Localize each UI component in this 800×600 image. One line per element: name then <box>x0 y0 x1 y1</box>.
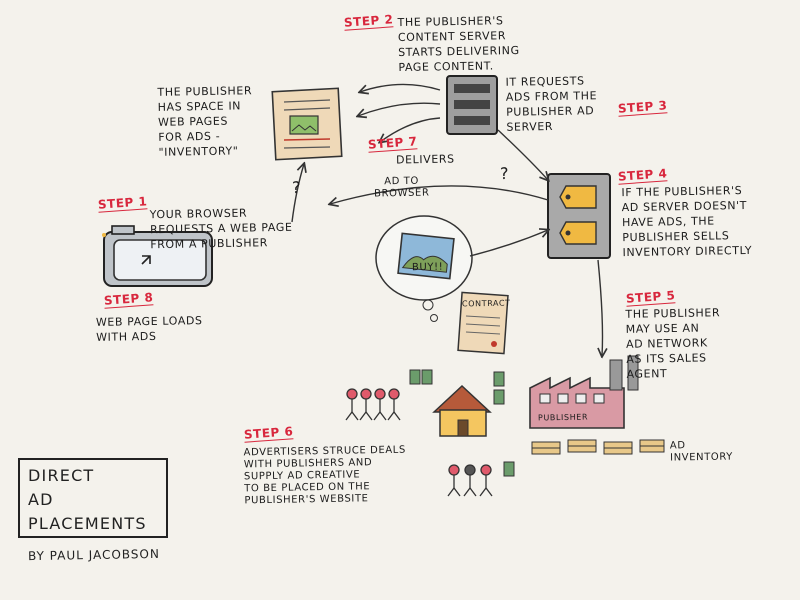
house-icon <box>432 384 492 437</box>
step-6-text: ADVERTISERS STRUCE DEALS WITH PUBLISHERS… <box>243 444 406 507</box>
diagram-title: DIRECT AD PLACEMENTS <box>18 458 168 538</box>
step-7-text: DELIVERS <box>395 152 455 167</box>
contract-icon <box>457 291 509 355</box>
content-server-icon <box>446 75 498 135</box>
arrow-icon <box>291 83 603 356</box>
buy-label: BUY!! <box>411 261 444 274</box>
step-5-text: THE PUBLISHER MAY USE AN AD NETWORK AS I… <box>625 306 721 381</box>
web-page-icon <box>271 87 343 161</box>
factory-icon <box>529 355 639 429</box>
step-3-text: IT REQUESTS ADS FROM THE PUBLISHER AD SE… <box>505 74 598 134</box>
byline: BY PAUL JACOBSON <box>27 546 161 564</box>
title-line-2: AD <box>28 490 54 509</box>
title-line-3: PLACEMENTS <box>28 514 147 533</box>
browser-icon <box>102 225 213 287</box>
ad-inventory-stacks <box>531 439 665 455</box>
question-mark-right: ? <box>499 163 510 184</box>
billboard-icon <box>397 232 455 280</box>
step-8-text: WEB PAGE LOADS WITH ADS <box>95 314 203 344</box>
ad-inventory-label: AD INVENTORY <box>669 440 734 464</box>
publisher-sign: PUBLISHER <box>537 412 589 423</box>
step-2-text: THE PUBLISHER'S CONTENT SERVER STARTS DE… <box>397 14 520 75</box>
ad-to-browser-note: AD TO BROWSER <box>374 175 430 200</box>
advertiser-people-icon <box>345 388 493 497</box>
step-4-text: IF THE PUBLISHER'S AD SERVER DOESN'T HAV… <box>621 184 753 260</box>
step-1-text: YOUR BROWSER REQUESTS A WEB PAGE FROM A … <box>149 206 293 252</box>
contract-label: CONTRACT <box>461 298 511 309</box>
ad-server-icon <box>547 173 611 259</box>
money-icon <box>409 369 515 477</box>
inventory-note: THE PUBLISHER HAS SPACE IN WEB PAGES FOR… <box>157 84 253 159</box>
question-mark-left: ? <box>291 177 302 198</box>
title-line-1: DIRECT <box>28 466 95 485</box>
